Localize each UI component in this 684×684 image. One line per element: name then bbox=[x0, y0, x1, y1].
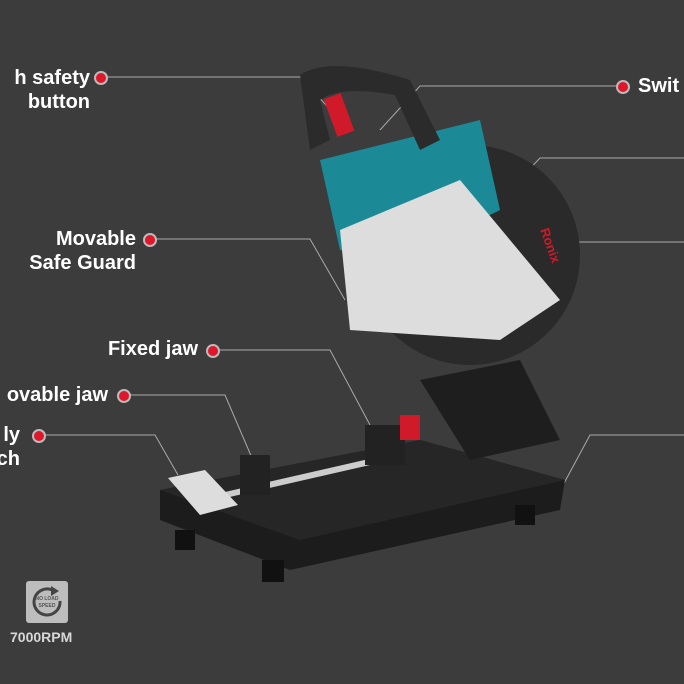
label-line: button bbox=[27, 91, 90, 113]
marker-dot bbox=[206, 344, 220, 358]
label-fixed-jaw: Fixed jaw bbox=[107, 338, 198, 360]
badge-text: SPEED bbox=[38, 603, 56, 609]
marker-dot bbox=[94, 71, 108, 85]
rotation-arrow-icon bbox=[32, 586, 62, 617]
no-load-speed-badge: NO LOAD SPEED bbox=[26, 581, 68, 623]
label-line: ly bbox=[3, 424, 20, 446]
label-line: ch bbox=[0, 448, 20, 470]
label-quick-clamp: ly ch bbox=[0, 423, 20, 471]
badge-text: NO LOAD bbox=[35, 596, 59, 602]
rpm-value: 7000RPM bbox=[10, 629, 73, 645]
label-line: Safe Guard bbox=[29, 252, 136, 274]
label-line: h safety bbox=[14, 67, 90, 89]
marker-dot bbox=[143, 233, 157, 247]
label-line: Movable bbox=[55, 228, 136, 250]
marker-dot bbox=[32, 429, 46, 443]
label-switch: Swit bbox=[638, 75, 680, 97]
marker-dot bbox=[117, 389, 131, 403]
label-safety-button: h safety button bbox=[14, 66, 90, 114]
label-movable-safe-guard: Movable Safe Guard bbox=[29, 227, 136, 275]
marker-dot bbox=[616, 80, 630, 94]
label-movable-jaw: ovable jaw bbox=[6, 384, 108, 406]
